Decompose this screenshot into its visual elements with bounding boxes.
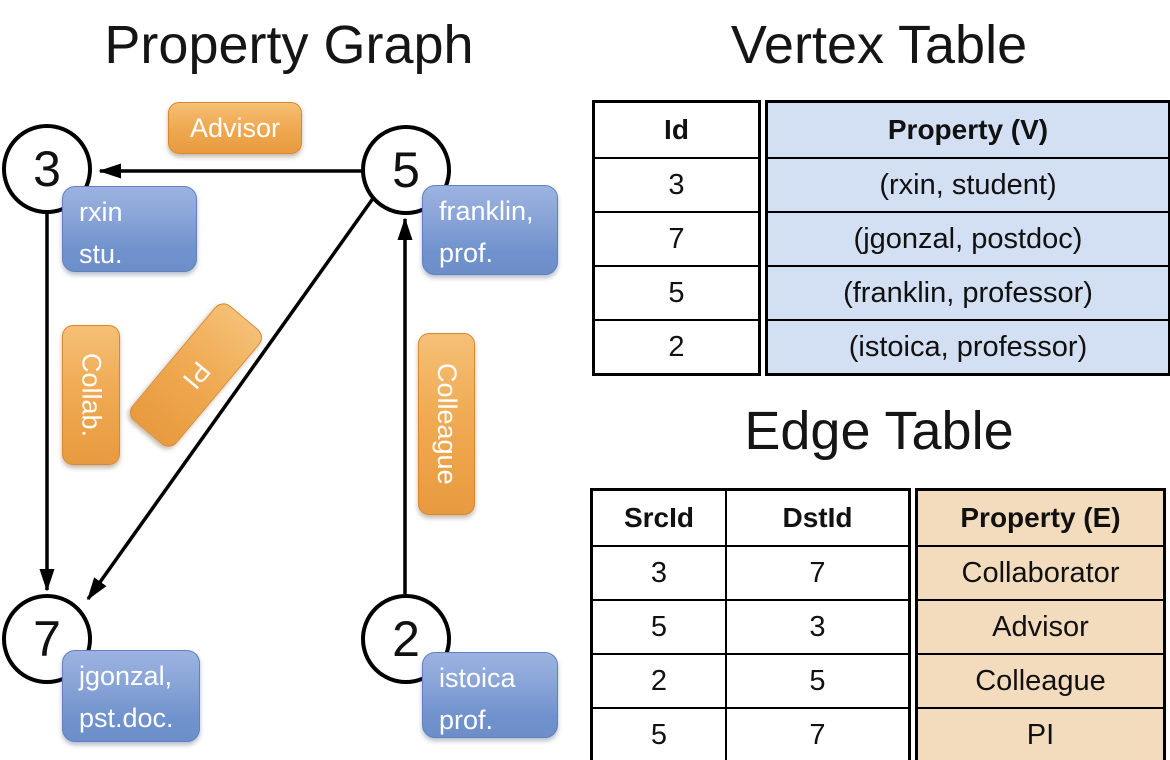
edge-label-pi: PI: [125, 298, 267, 452]
edge-table-cell: Collaborator: [918, 545, 1163, 599]
vertex-table: Id 3 7 5 2 Property (V) (rxin, student) …: [592, 100, 1170, 376]
edge-table-cell: 7: [725, 545, 908, 599]
node-id: 5: [392, 142, 420, 198]
edge-table-cell: 2: [593, 653, 725, 707]
vertex-property-line: pst.doc.: [79, 702, 174, 733]
edge-table-header-dstid: DstId: [725, 491, 908, 545]
edge-label-advisor: Advisor: [168, 102, 302, 154]
vertex-property-line: jgonzal,: [79, 661, 173, 691]
vertex-table-cell: 5: [595, 265, 758, 319]
vertex-property-line: prof.: [439, 704, 494, 735]
edge-table-id-columns: SrcId DstId 3 7 5 3 2 5 5 7: [590, 488, 911, 760]
vertex-table-header-property: Property (V): [768, 103, 1168, 157]
edge-table-cell: 5: [593, 599, 725, 653]
vertex-table-cell: (rxin, student): [768, 157, 1168, 211]
vertex-table-title: Vertex Table: [730, 15, 1028, 75]
vertex-table-cell: 3: [595, 157, 758, 211]
vertex-table-cell: (franklin, professor): [768, 265, 1168, 319]
vertex-property-line: rxin: [79, 197, 123, 227]
vertex-table-property-column: Property (V) (rxin, student) (jgonzal, p…: [765, 100, 1170, 376]
edge-table-header-property: Property (E): [918, 491, 1163, 545]
vertex-table-cell: 2: [595, 319, 758, 373]
vertex-property-box-rxin: rxin stu.: [62, 186, 197, 272]
edge-label-text: Advisor: [189, 112, 281, 143]
node-id: 7: [33, 611, 61, 667]
edge-table-cell: Advisor: [918, 599, 1163, 653]
vertex-property-line: franklin,: [439, 196, 534, 226]
edge-table-header-srcid: SrcId: [623, 502, 695, 533]
vertex-property-line: stu.: [79, 238, 123, 269]
vertex-table-cell: (istoica, professor): [768, 319, 1168, 373]
edge-table-cell: PI: [918, 707, 1163, 760]
edge-table: SrcId DstId 3 7 5 3 2 5 5 7 Property (E)…: [590, 488, 1166, 760]
vertex-table-cell: 7: [595, 211, 758, 265]
vertex-table-id-column: Id 3 7 5 2: [592, 100, 761, 376]
vertex-property-line: istoica: [439, 663, 516, 693]
vertex-table-cell: (jgonzal, postdoc): [768, 211, 1168, 265]
edge-label-text: Colleague: [432, 363, 462, 485]
vertex-property-box-franklin: franklin, prof.: [422, 185, 558, 275]
edge-table-cell: Colleague: [918, 653, 1163, 707]
vertex-property-line: prof.: [439, 237, 494, 268]
edge-label-collab: Collab.: [62, 325, 120, 465]
node-id: 2: [392, 611, 420, 667]
graph-title: Property Graph: [104, 15, 474, 75]
edge-label-text: Collab.: [76, 352, 107, 438]
edge-table-property-column: Property (E) Collaborator Advisor Collea…: [915, 488, 1166, 760]
edge-table-cell: 5: [725, 653, 908, 707]
edge-label-colleague: Colleague: [418, 333, 475, 515]
edge-table-cell: 5: [593, 707, 725, 760]
edge-table-title: Edge Table: [744, 401, 1014, 461]
node-id: 3: [33, 141, 61, 197]
graph-node-3: 3: [2, 124, 92, 214]
edge-table-cell: 3: [593, 545, 725, 599]
edge-table-cell: 7: [725, 707, 908, 760]
vertex-table-header-id: Id: [664, 114, 689, 145]
vertex-property-box-jgonzal: jgonzal, pst.doc.: [62, 650, 200, 742]
edge-label-text: PI: [176, 355, 217, 395]
graph-node-5: 5: [361, 125, 451, 215]
vertex-property-box-istoica: istoica prof.: [422, 652, 558, 738]
edge-table-cell: 3: [725, 599, 908, 653]
